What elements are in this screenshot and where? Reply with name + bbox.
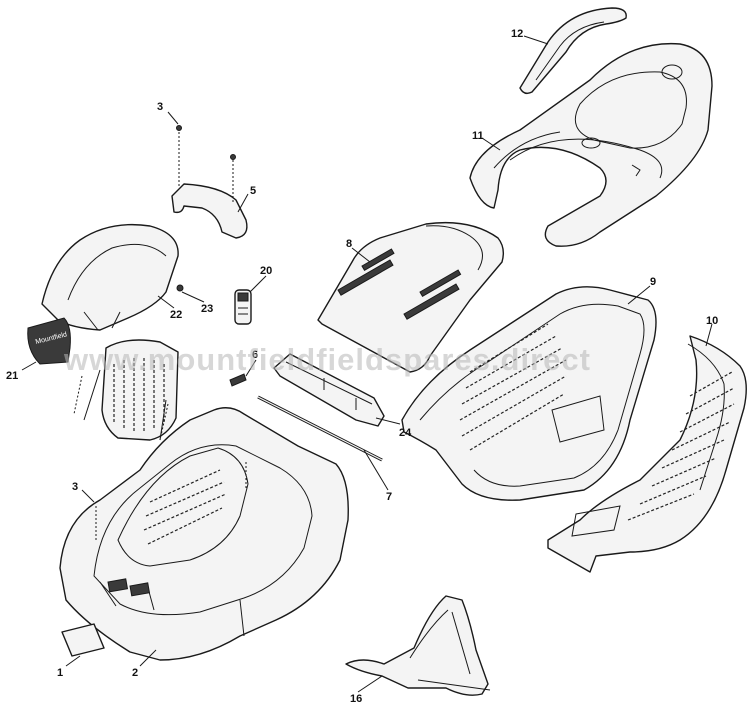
part-2-mower-deck xyxy=(59,407,349,661)
callout-leaders xyxy=(21,35,713,693)
callout-2: 2 xyxy=(132,667,138,679)
part-24-hinge-rail xyxy=(273,353,385,427)
part-20-safety-key xyxy=(234,289,252,325)
part-22-battery-cover xyxy=(41,223,179,331)
part-12-handle-grip xyxy=(519,7,627,95)
part-6-clip xyxy=(229,373,247,387)
part-23-screw xyxy=(176,284,184,292)
part-10-grass-box-cover xyxy=(547,335,747,573)
part-7-rod xyxy=(257,395,383,462)
callout-24: 24 xyxy=(399,427,412,439)
callout-6: 6 xyxy=(252,349,258,361)
callout-5: 5 xyxy=(250,185,256,197)
part-5-carry-handle xyxy=(171,125,248,239)
part-1-cover-cap xyxy=(61,623,105,657)
part-11-handle-console xyxy=(469,42,713,247)
part-8-cover-plate xyxy=(317,221,505,373)
callout-21: 21 xyxy=(6,370,18,382)
warning-decals xyxy=(337,248,462,320)
battery-pack xyxy=(73,339,179,441)
callout-1: 1 xyxy=(57,667,63,679)
part-9-grass-box-base xyxy=(401,286,657,501)
part-21-decal: Mountfield xyxy=(27,317,71,365)
callout-3-bottom: 3 xyxy=(72,481,78,493)
callout-10: 10 xyxy=(706,315,718,327)
callout-22: 22 xyxy=(170,309,182,321)
callout-23: 23 xyxy=(201,303,213,315)
callout-16: 16 xyxy=(350,693,362,705)
watermark: www.mountfieldfieldspares.direct xyxy=(63,342,591,377)
callout-8: 8 xyxy=(346,238,352,250)
callout-3-top: 3 xyxy=(157,101,163,113)
callout-20: 20 xyxy=(260,265,272,277)
callout-12: 12 xyxy=(511,28,523,40)
callout-11: 11 xyxy=(472,130,484,142)
callout-9: 9 xyxy=(650,276,656,288)
callout-7: 7 xyxy=(386,491,392,503)
part-16-rear-flap xyxy=(345,595,491,696)
